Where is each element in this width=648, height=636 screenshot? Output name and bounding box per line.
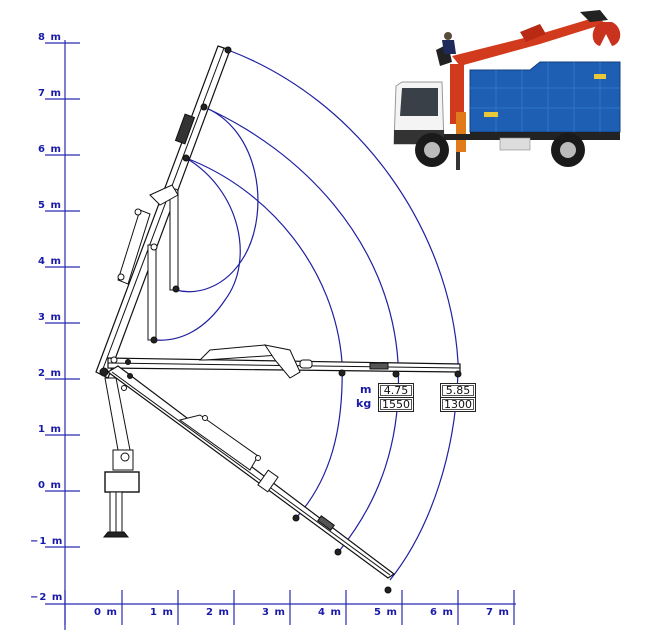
load-value-2: 1300 (440, 397, 476, 412)
arc-inner-loop-2 (154, 157, 241, 341)
container-body-illustration (469, 61, 621, 133)
y-axis (45, 40, 80, 630)
x-tick-label: 5 m (374, 607, 398, 618)
reach-value-1: 4.75 (378, 383, 414, 398)
x-axis (45, 590, 516, 625)
y-tick-label: 5 m (38, 200, 62, 211)
arc-inner-loop-1 (175, 106, 259, 293)
arc-first-extension (185, 157, 343, 519)
y-tick-label: 8 m (38, 32, 62, 43)
arc-second-extension (203, 106, 400, 551)
y-tick-label: 6 m (38, 144, 62, 155)
y-tick-label: 3 m (38, 312, 62, 323)
x-tick-label: 1 m (150, 607, 174, 618)
truck-wheels (415, 133, 585, 167)
reach-unit-label: m (360, 383, 372, 396)
x-tick-label: 7 m (486, 607, 510, 618)
x-tick-label: 4 m (318, 607, 342, 618)
reach-arcs (154, 49, 459, 581)
x-tick-label: 0 m (94, 607, 118, 618)
load-unit-label: kg (356, 397, 372, 410)
y-tick-label: 0 m (38, 480, 62, 491)
reach-value-2: 5.85 (440, 383, 476, 398)
y-tick-label: −1 m (30, 536, 64, 547)
truck-crane-photo (393, 10, 621, 170)
y-tick-label: 4 m (38, 256, 62, 267)
y-tick-label: 2 m (38, 368, 62, 379)
crane-arm-illustration (436, 10, 621, 170)
y-tick-label: −2 m (30, 592, 64, 603)
x-tick-label: 2 m (206, 607, 230, 618)
x-tick-label: 3 m (262, 607, 286, 618)
arc-max-reach (227, 49, 459, 581)
y-tick-label: 1 m (38, 424, 62, 435)
load-value-1: 1550 (378, 397, 414, 412)
crane-drawing (95, 45, 462, 594)
x-tick-label: 6 m (430, 607, 454, 618)
y-tick-label: 7 m (38, 88, 62, 99)
